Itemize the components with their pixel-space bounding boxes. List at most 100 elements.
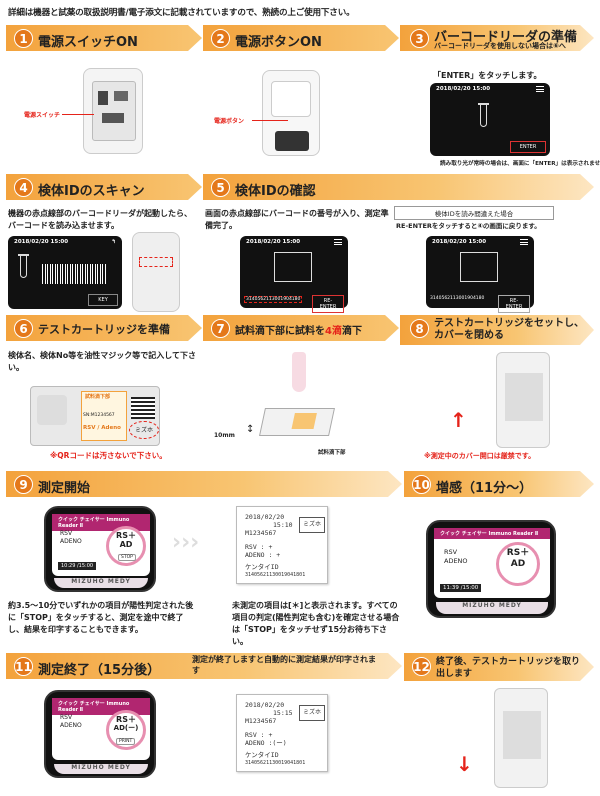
receipt-rsv: RSV : +	[245, 543, 273, 551]
step-6-number: 6	[14, 319, 33, 338]
step-10-number: 10	[412, 475, 431, 494]
receipt-code: 31405621130019041801	[245, 760, 306, 766]
step-11-title: 測定終了（15分後）	[38, 663, 161, 678]
four-drops: 4滴	[325, 326, 342, 337]
step-1-number: 1	[14, 29, 33, 48]
power-switch-pointer	[62, 114, 94, 115]
ad-result: AD	[119, 540, 133, 549]
step-3-number: 3	[410, 29, 429, 48]
step-3-subtitle: バーコードリーダを使用しない場合は⑥へ	[434, 42, 566, 50]
adeno-label: ADENO	[60, 538, 82, 545]
rsv-label: RSV	[60, 530, 73, 537]
reader-brand: MIZUHO MEDY	[436, 602, 548, 614]
print-button[interactable]: PRINT	[116, 738, 136, 745]
rs-result: RS＋	[116, 715, 136, 724]
result-ring	[496, 542, 540, 586]
rs-result: RS＋	[116, 531, 136, 540]
receipt-step-11: 2018/02/20 15:15 M1234567 ミズホ RSV : + AD…	[236, 694, 328, 772]
receipt-time: 15:10	[273, 521, 293, 529]
step-7-drop-label: 試料滴下部	[318, 450, 346, 456]
step-9-title: 測定開始	[38, 481, 91, 496]
receipt-kentai: ケンタイID	[245, 563, 279, 571]
step-12-title: 終了後、テストカートリッジを取り出します	[436, 657, 581, 679]
step-9-number: 9	[14, 475, 33, 494]
step-4-banner	[6, 174, 202, 200]
reader-header: クイック チェイサー Immuno Reader Ⅱ	[434, 528, 550, 539]
re-enter-button[interactable]: RE-ENTER	[498, 295, 530, 313]
cartridge-slot-icon	[460, 252, 498, 282]
chevron-right-icon: ›››	[172, 530, 200, 555]
step-5-screen-right: 2018/02/20 15:00 3140562113001904180 RE-…	[426, 236, 534, 313]
step-1-title: 電源スイッチON	[38, 35, 138, 50]
step-2-number: 2	[211, 29, 230, 48]
step-3-instruction: 「ENTER」をタッチします。	[433, 71, 542, 80]
step-4-title: 検体IDのスキャン	[38, 184, 145, 199]
qr-code-image	[131, 397, 155, 419]
power-button-pointer	[252, 120, 288, 121]
adeno-label: ADENO	[60, 722, 82, 729]
step-7-measure: 10mm	[214, 432, 235, 439]
analyzer-open-image	[496, 352, 550, 448]
receipt-adeno: ADENO :(ー)	[245, 739, 287, 747]
step-6-note: ※QRコードは汚さないで下さい。	[50, 451, 167, 460]
step-5-box: 検体IDを読み間違えた場合	[394, 206, 554, 220]
key-button[interactable]: KEY	[88, 294, 118, 306]
step-10-title: 増感（11分〜）	[436, 481, 533, 496]
arrow-down-icon: ↓	[456, 752, 473, 776]
step-4-body: 機器の赤点線部のバーコードリーダが起動したら、バーコードを読み込ませます。	[8, 209, 192, 230]
receipt-stamp: ミズホ	[299, 517, 326, 533]
receipt-date: 2018/02/20	[245, 701, 285, 709]
step-4-number: 4	[14, 178, 33, 197]
step-6-banner	[6, 315, 202, 341]
step-5-number: 5	[211, 178, 230, 197]
menu-icon[interactable]	[334, 239, 342, 245]
step-3-note: 読み取り光が常時の場合は、画面に「ENTER」は表示されません。	[440, 161, 600, 167]
timer: 11:39 /15:00	[440, 584, 482, 592]
test-tube-icon	[478, 103, 489, 127]
rsv-label: RSV	[60, 714, 73, 721]
screen-clock: 2018/02/20 15:00	[14, 239, 69, 245]
receipt-time: 15:15	[273, 709, 293, 717]
step-11-banner	[6, 653, 402, 679]
step-11-number: 11	[14, 657, 33, 676]
timer: 10:29 /15:00	[58, 562, 97, 570]
receipt-id: M1234567	[245, 529, 277, 537]
card-label: 試料滴下部	[85, 394, 111, 400]
step-3-title: バーコードリーダの準備	[434, 30, 578, 45]
receipt-date: 2018/02/20	[245, 513, 285, 521]
reader-brand: MIZUHO MEDY	[54, 764, 148, 774]
step-7-banner	[203, 315, 399, 341]
menu-icon[interactable]	[520, 239, 528, 245]
reader-screen: クイック チェイサー Immuno Reader Ⅱ RSV ADENO RS＋…	[52, 698, 150, 760]
re-enter-button[interactable]: RE-ENTER	[312, 295, 344, 313]
stop-button[interactable]: STOP	[118, 554, 136, 561]
step-3-screen: 2018/02/20 15:00 ENTER	[430, 83, 550, 156]
barcode-reader-image	[132, 232, 180, 312]
cartridge-slot-icon	[274, 252, 312, 282]
analyzer-back-image	[83, 68, 143, 154]
measure-arrow-icon: ↕	[246, 424, 255, 435]
ad-result: AD	[510, 559, 526, 569]
step-6-title: テストカートリッジを準備	[38, 323, 170, 336]
step-2-title: 電源ボタンON	[235, 35, 322, 50]
test-tube-icon	[18, 254, 29, 278]
step-9-reader: クイック チェイサー Immuno Reader Ⅱ RSV ADENO RS＋…	[44, 506, 156, 592]
step-7-number: 7	[211, 319, 230, 338]
step-4-screen: 2018/02/20 15:00 ↰ KEY	[8, 236, 122, 309]
screen-clock: 2018/02/20 15:00	[246, 239, 301, 245]
enter-button[interactable]: ENTER	[510, 141, 546, 153]
receipt-kentai: ケンタイID	[245, 751, 279, 759]
scanned-code: 3140562113001904180	[244, 296, 303, 303]
menu-icon[interactable]	[536, 86, 544, 92]
step-8-title: テストカートリッジをセットし、カバーを閉める	[434, 318, 584, 341]
step-11-subtitle: 測定が終了しますと自動的に測定結果が印字されます	[192, 655, 376, 675]
receipt-rsv: RSV : +	[245, 731, 273, 739]
receipt-step-9: 2018/02/20 15:10 M1234567 ミズホ RSV : + AD…	[236, 506, 328, 584]
test-cartridge-image: 試料滴下部 SN:M1234567 RSV / Adeno ミズホ	[30, 386, 160, 446]
adeno-label: ADENO	[444, 557, 468, 565]
step-2-banner	[203, 25, 399, 51]
back-icon[interactable]: ↰	[111, 239, 116, 245]
cartridge-drop-image	[259, 408, 335, 436]
step-11-reader: クイック チェイサー Immuno Reader Ⅱ RSV ADENO RS＋…	[44, 690, 156, 778]
ad-result: AD(ー)	[113, 724, 139, 732]
